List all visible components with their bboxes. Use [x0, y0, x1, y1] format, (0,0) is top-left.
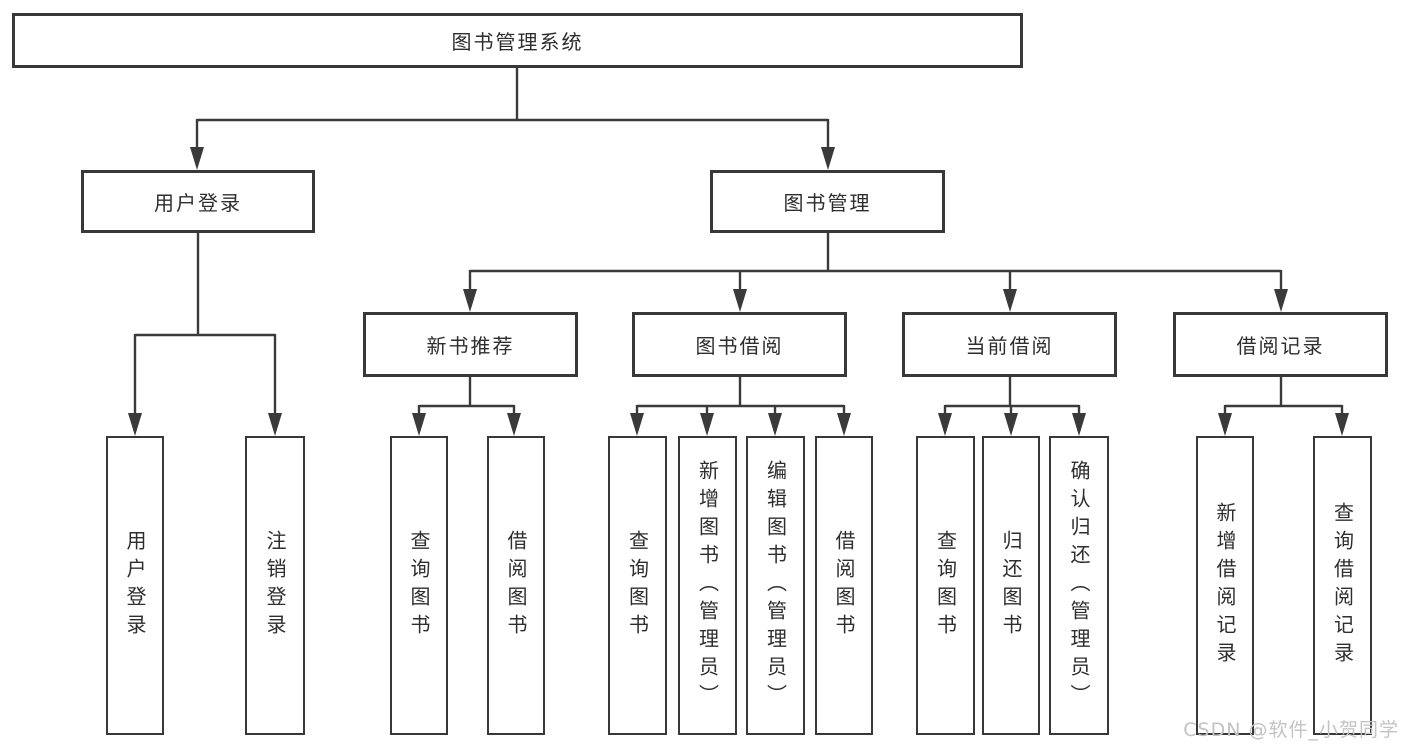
- node-current-borrow: 当前借阅: [902, 312, 1117, 377]
- arrowheads: [128, 147, 1349, 436]
- node-leaf-query-books-2: 查询图书: [608, 436, 667, 735]
- leaf-label: 查询图书: [407, 529, 431, 642]
- leaf-label: 编辑图书（管理员）: [763, 459, 788, 712]
- watermark: CSDN @软件_小贺同学: [1183, 719, 1399, 741]
- node-leaf-edit-book-admin: 编辑图书（管理员）: [746, 436, 805, 735]
- node-leaf-query-books-3: 查询图书: [916, 436, 975, 735]
- node-leaf-user-login: 用户登录: [106, 436, 164, 735]
- leaf-label: 确认归还（管理员）: [1067, 459, 1091, 712]
- node-new-book-recommend: 新书推荐: [363, 312, 578, 377]
- leaf-label: 用户登录: [123, 529, 147, 642]
- leaf-label: 借阅图书: [504, 529, 528, 642]
- node-leaf-query-borrow-record: 查询借阅记录: [1313, 436, 1372, 735]
- node-leaf-borrow-books-1: 借阅图书: [487, 436, 545, 735]
- leaf-label: 注销登录: [263, 529, 287, 642]
- node-borrow-records: 借阅记录: [1173, 312, 1388, 377]
- node-leaf-add-book-admin: 新增图书（管理员）: [678, 436, 737, 735]
- leaf-label: 查询借阅记录: [1330, 501, 1355, 670]
- leaf-label: 新增图书（管理员）: [695, 459, 720, 712]
- node-book-borrow: 图书借阅: [632, 312, 847, 377]
- leaf-label: 新增借阅记录: [1213, 501, 1237, 670]
- leaf-label: 归还图书: [999, 529, 1023, 642]
- node-leaf-confirm-return-admin: 确认归还（管理员）: [1049, 436, 1109, 735]
- node-book-management: 图书管理: [710, 170, 945, 233]
- leaf-label: 借阅图书: [832, 529, 856, 642]
- node-leaf-logout: 注销登录: [245, 436, 305, 735]
- node-leaf-add-borrow-record: 新增借阅记录: [1196, 436, 1254, 735]
- node-user-login: 用户登录: [81, 170, 315, 233]
- node-leaf-borrow-books-2: 借阅图书: [815, 436, 873, 735]
- node-library-management-system: 图书管理系统: [12, 13, 1023, 68]
- node-leaf-query-books-1: 查询图书: [390, 436, 448, 735]
- node-leaf-return-books: 归还图书: [982, 436, 1040, 735]
- leaf-label: 查询图书: [625, 529, 650, 642]
- leaf-label: 查询图书: [933, 529, 958, 642]
